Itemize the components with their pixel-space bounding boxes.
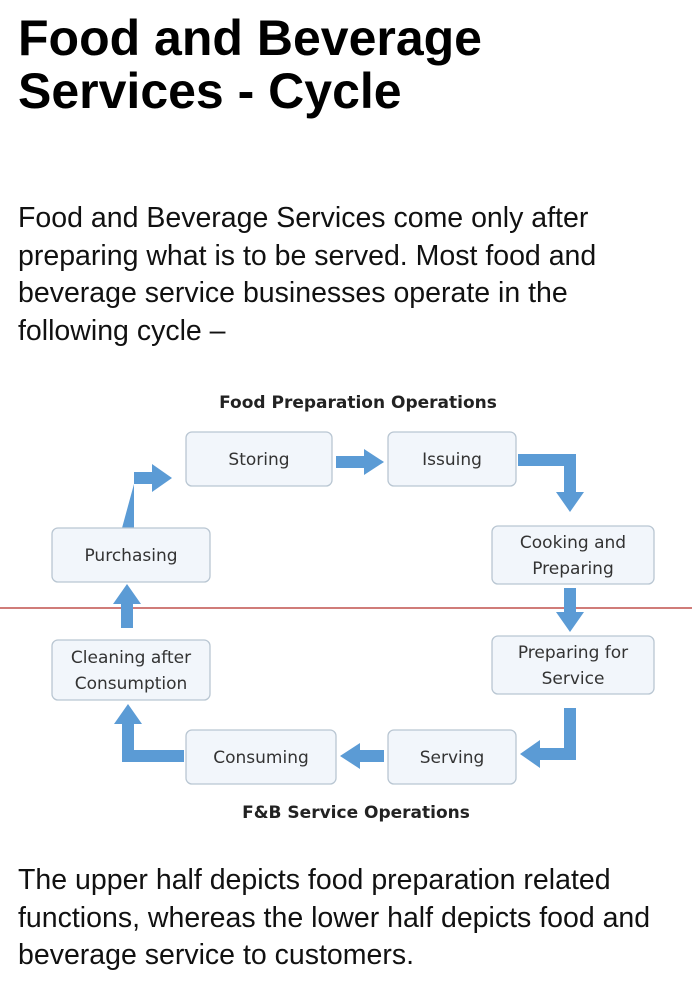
arrow-preparing-to-serving	[520, 708, 576, 768]
node-purchasing: Purchasing	[51, 527, 211, 583]
bottom-section-label: F&B Service Operations	[242, 803, 470, 823]
intro-paragraph: Food and Beverage Services come only aft…	[18, 202, 597, 347]
node-serving: Serving	[387, 729, 517, 785]
arrow-consuming-to-cleaning	[114, 704, 184, 762]
node-storing-label-1: Storing	[228, 450, 289, 470]
node-preparing-for-service-box	[491, 635, 655, 695]
arrow-cooking-to-preparing	[556, 588, 584, 632]
arrow-issuing-to-cooking	[518, 454, 584, 512]
node-storing: Storing	[185, 431, 333, 487]
node-cleaning-after-consumption-label-2: Consumption	[75, 674, 188, 694]
node-preparing-for-service-label-1: Preparing for	[518, 643, 628, 663]
cycle-arrows	[113, 449, 584, 769]
cycle-diagram-svg: Food Preparation Operations F&B Service …	[0, 393, 692, 823]
arrow-cleaning-to-purchasing	[113, 584, 141, 628]
closing-paragraph: The upper half depicts food preparation …	[18, 864, 651, 971]
title-line-1: Food and Beverage	[18, 10, 482, 66]
arrow-storing-to-issuing	[336, 449, 384, 475]
node-purchasing-box	[51, 527, 211, 583]
node-serving-box	[387, 729, 517, 785]
page-title: Food and Beverage Services - Cycle	[18, 12, 678, 118]
node-preparing-for-service-label-2: Service	[542, 669, 605, 689]
node-issuing: Issuing	[387, 431, 517, 487]
title-line-2: Services - Cycle	[18, 63, 402, 119]
node-issuing-box	[387, 431, 517, 487]
node-cooking-and-preparing-box	[491, 525, 655, 585]
node-storing-box	[185, 431, 333, 487]
node-issuing-label-1: Issuing	[422, 450, 482, 470]
fnb-cycle-diagram: Food Preparation Operations F&B Service …	[0, 378, 692, 838]
arrow-purchasing-to-storing	[122, 464, 172, 528]
node-consuming-box	[185, 729, 337, 785]
node-serving-label-1: Serving	[420, 748, 485, 768]
node-consuming-label-1: Consuming	[213, 748, 309, 768]
node-cleaning-after-consumption-label-1: Cleaning after	[71, 648, 191, 668]
node-purchasing-label-1: Purchasing	[84, 546, 177, 566]
node-cooking-and-preparing-label-2: Preparing	[532, 559, 614, 579]
node-cooking-and-preparing-label-1: Cooking and	[520, 533, 626, 553]
top-section-label: Food Preparation Operations	[219, 393, 497, 413]
node-cleaning-after-consumption-box	[51, 639, 211, 701]
arrow-serving-to-consuming	[340, 743, 384, 769]
node-consuming: Consuming	[185, 729, 337, 785]
